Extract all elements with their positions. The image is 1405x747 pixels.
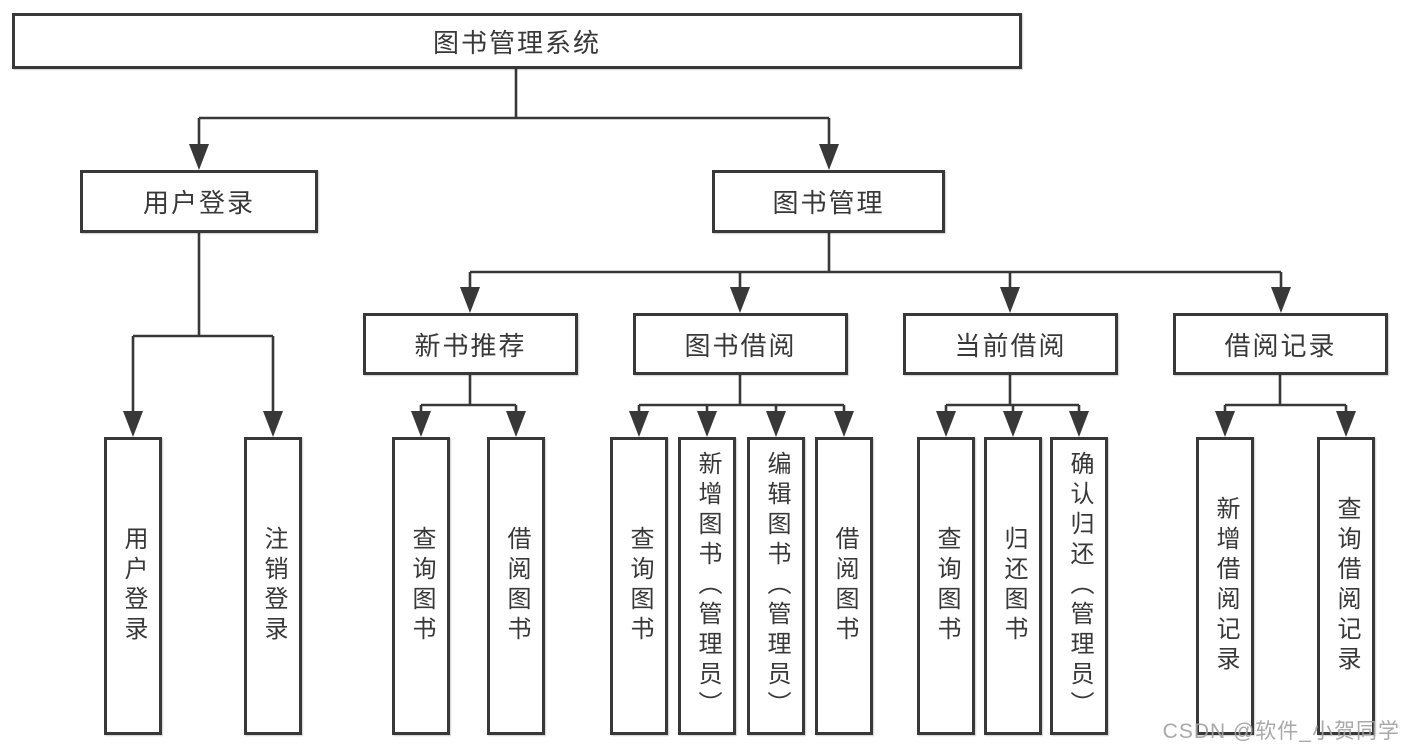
leaf-query-books-recommend: 查询图书 <box>392 437 450 735</box>
leaf-add-books-admin-label: 新增图书（管理员） <box>694 451 721 721</box>
leaf-query-books-current-label: 查询图书 <box>933 526 960 646</box>
leaf-return-books-label: 归还图书 <box>1000 526 1027 646</box>
leaf-borrow-books: 借阅图书 <box>815 437 873 735</box>
connector-user-login-to-leaves <box>131 233 275 417</box>
leaf-logout: 注销登录 <box>244 437 302 735</box>
leaf-logout-label: 注销登录 <box>260 526 287 646</box>
connector-current-to-leaves <box>944 375 1081 416</box>
leaf-query-books-borrow: 查询图书 <box>610 437 668 735</box>
node-root-label: 图书管理系统 <box>432 27 601 58</box>
leaf-edit-books-admin-label: 编辑图书（管理员） <box>763 451 790 721</box>
connector-borrow-to-leaves <box>637 375 846 416</box>
leaf-user-login: 用户登录 <box>104 437 162 735</box>
node-book-management-label: 图书管理 <box>772 188 885 218</box>
node-borrow-records: 借阅记录 <box>1173 313 1388 375</box>
connector-root-to-level2 <box>197 69 831 150</box>
node-borrow-records-label: 借阅记录 <box>1224 330 1337 361</box>
leaf-query-borrow-record: 查询借阅记录 <box>1317 437 1375 735</box>
arrowheads <box>123 144 1356 437</box>
node-user-login: 用户登录 <box>80 170 318 233</box>
leaf-borrow-books-recommend: 借阅图书 <box>487 437 545 735</box>
leaf-query-books-recommend-label: 查询图书 <box>408 526 435 646</box>
connector-records-to-leaves <box>1223 375 1348 416</box>
leaf-user-login-label: 用户登录 <box>120 526 147 646</box>
leaf-add-borrow-record-label: 新增借阅记录 <box>1212 496 1239 676</box>
leaf-borrow-books-label: 借阅图书 <box>831 526 858 646</box>
leaf-return-books: 归还图书 <box>984 437 1042 735</box>
leaf-edit-books-admin: 编辑图书（管理员） <box>747 437 805 735</box>
connector-new-book-to-leaves <box>419 375 518 416</box>
leaf-query-books-borrow-label: 查询图书 <box>626 526 653 646</box>
leaf-add-books-admin: 新增图书（管理员） <box>678 437 736 735</box>
leaf-query-books-current: 查询图书 <box>917 437 975 735</box>
node-new-book-recommend: 新书推荐 <box>363 313 578 375</box>
node-user-login-label: 用户登录 <box>142 188 255 218</box>
connector-book-mgmt-to-level3 <box>468 233 1283 292</box>
csdn-watermark: CSDN @软件_小贺同学 <box>1162 720 1400 743</box>
leaf-borrow-books-recommend-label: 借阅图书 <box>503 526 530 646</box>
node-book-borrow: 图书借阅 <box>633 313 848 375</box>
node-current-borrow-label: 当前借阅 <box>954 330 1067 361</box>
leaf-confirm-return-admin-label: 确认归还（管理员） <box>1066 451 1093 721</box>
leaf-query-borrow-record-label: 查询借阅记录 <box>1333 496 1360 676</box>
leaf-add-borrow-record: 新增借阅记录 <box>1196 437 1254 735</box>
node-new-book-recommend-label: 新书推荐 <box>414 330 527 361</box>
node-book-management: 图书管理 <box>712 170 945 233</box>
leaf-confirm-return-admin: 确认归还（管理员） <box>1050 437 1108 735</box>
node-book-borrow-label: 图书借阅 <box>684 330 797 361</box>
node-current-borrow: 当前借阅 <box>903 313 1118 375</box>
node-root: 图书管理系统 <box>12 13 1022 69</box>
